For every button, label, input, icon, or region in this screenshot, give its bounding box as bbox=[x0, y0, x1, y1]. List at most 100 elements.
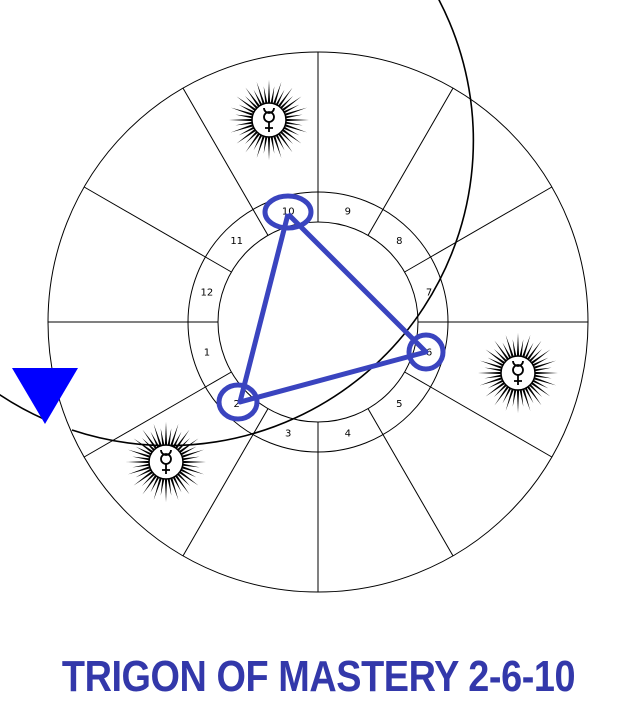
house-cusp-line bbox=[382, 434, 454, 557]
page-title: TRIGON OF MASTERY 2-6-10 bbox=[61, 652, 576, 701]
sun-ray bbox=[256, 132, 266, 159]
sun-ray bbox=[132, 456, 153, 462]
sun-ray bbox=[512, 386, 518, 407]
sun-ray bbox=[160, 475, 166, 496]
house-cusp-line bbox=[430, 186, 553, 258]
sun-ray bbox=[236, 127, 259, 144]
sun-ray bbox=[253, 131, 264, 151]
sun-ray bbox=[133, 469, 156, 486]
house-number-12: 12 bbox=[201, 288, 214, 299]
sun-ray bbox=[282, 118, 309, 122]
sun-ray bbox=[142, 472, 159, 495]
sun-ray bbox=[502, 384, 513, 404]
sun-ray bbox=[177, 446, 197, 457]
sun-ray bbox=[487, 378, 507, 389]
sun-ray bbox=[150, 431, 161, 451]
sun-disc bbox=[500, 355, 536, 391]
sun-ray bbox=[277, 95, 294, 112]
number-ring-tick bbox=[404, 256, 431, 273]
sun-ray bbox=[164, 422, 168, 449]
sun-ray bbox=[484, 373, 505, 379]
sun-ray bbox=[526, 381, 543, 398]
sun-ray bbox=[166, 428, 172, 449]
sun-ray bbox=[178, 465, 205, 475]
sun-ray bbox=[173, 472, 190, 495]
sun-ray bbox=[177, 467, 197, 478]
sun-ray bbox=[518, 339, 524, 360]
sun-ray bbox=[494, 340, 511, 363]
sun-ray bbox=[230, 123, 257, 133]
sun-ray bbox=[523, 342, 534, 362]
sun-ray bbox=[525, 340, 542, 363]
sun-ray bbox=[160, 428, 166, 449]
house-cusp-line bbox=[430, 386, 553, 458]
sun-ray bbox=[485, 349, 508, 366]
sun-ray bbox=[521, 334, 531, 361]
sun-ray bbox=[164, 475, 168, 502]
sun-ray bbox=[133, 438, 156, 455]
number-ring-tick bbox=[367, 408, 384, 435]
sun-ray bbox=[281, 107, 308, 117]
sun-ray bbox=[502, 342, 513, 362]
outer-ring bbox=[0, 0, 475, 447]
sun-disc bbox=[148, 444, 184, 480]
sun-ray bbox=[171, 431, 182, 451]
sun-ray bbox=[132, 462, 153, 468]
sun-ray bbox=[487, 357, 507, 368]
mercury-cross bbox=[162, 464, 170, 474]
sun-ray bbox=[484, 367, 505, 373]
house-number-2: 2 bbox=[233, 399, 239, 410]
house-cusp-line bbox=[83, 386, 206, 458]
number-ring-tick bbox=[205, 371, 232, 388]
sun-ray bbox=[494, 383, 511, 406]
sun-ray bbox=[126, 460, 153, 464]
sun-ray bbox=[169, 474, 179, 501]
house-cusp-line bbox=[382, 87, 454, 210]
sun-ray bbox=[531, 367, 552, 373]
number-ring-tick bbox=[252, 209, 269, 236]
sun-ray bbox=[272, 81, 282, 108]
mercury-icon bbox=[160, 449, 172, 474]
sun-ray bbox=[166, 475, 172, 496]
highlight-house-2 bbox=[216, 382, 260, 422]
sun-ray bbox=[282, 114, 303, 120]
sun-ray bbox=[174, 437, 191, 454]
sun-ray bbox=[530, 376, 557, 386]
sun-ray bbox=[274, 89, 285, 109]
sun-ray bbox=[238, 104, 258, 115]
house-number-8: 8 bbox=[396, 236, 402, 247]
sun-ray bbox=[272, 132, 282, 159]
number-ring-inner bbox=[217, 221, 419, 423]
sun-ray bbox=[267, 133, 271, 160]
sun-ray bbox=[518, 386, 524, 407]
sun-ray bbox=[493, 381, 510, 398]
mercury-icon bbox=[263, 107, 275, 132]
sun-ray bbox=[281, 123, 308, 133]
mercury-icon bbox=[512, 360, 524, 385]
sun-ray bbox=[256, 81, 266, 108]
sun-disc bbox=[251, 102, 287, 138]
sun-ray bbox=[525, 383, 542, 406]
sun-ray bbox=[529, 357, 549, 368]
sun-ray bbox=[526, 348, 543, 365]
sun-ray bbox=[528, 349, 551, 366]
blue-triangle-marker bbox=[12, 368, 78, 424]
sun-ray bbox=[176, 469, 199, 486]
trigon-lines bbox=[237, 212, 429, 405]
sun-ray bbox=[141, 470, 158, 487]
sun-ray bbox=[169, 423, 179, 450]
house-number-3: 3 bbox=[285, 429, 291, 440]
house-number-5: 5 bbox=[396, 399, 402, 410]
sun-ray bbox=[153, 474, 163, 501]
sun-ray bbox=[529, 378, 549, 389]
sun-ray bbox=[478, 371, 505, 375]
house-cusps bbox=[48, 52, 588, 592]
sun-ray bbox=[277, 128, 294, 145]
sun-mercury-left bbox=[126, 422, 206, 502]
sun-ray bbox=[235, 120, 256, 126]
sun-ray bbox=[135, 446, 155, 457]
sun-ray bbox=[280, 125, 300, 136]
sun-ray bbox=[230, 107, 257, 117]
sun-ray bbox=[280, 104, 300, 115]
sun-ray bbox=[174, 470, 191, 487]
